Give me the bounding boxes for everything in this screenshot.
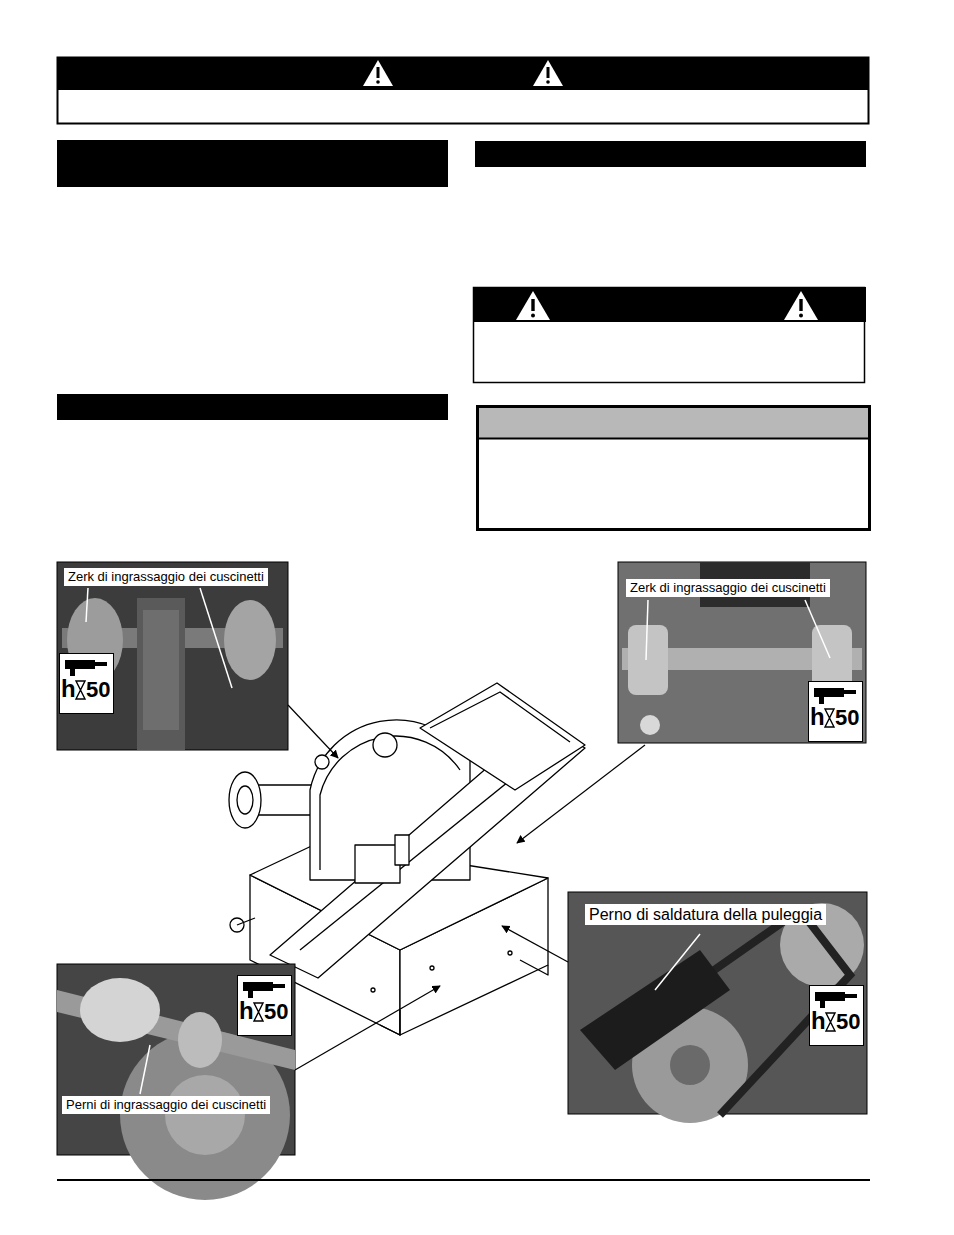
interval-text: 50: [835, 706, 859, 730]
notice-divider: [478, 438, 869, 440]
exclamation: [799, 299, 802, 311]
grease-interval-icon: [809, 682, 863, 742]
callout-label: Zerk di ingrassaggio dei cuscinetti: [64, 568, 268, 586]
adjust-rod: [237, 918, 255, 925]
belt-print: [143, 610, 179, 730]
leader-line: [655, 934, 700, 990]
notice-band: [479, 408, 868, 438]
photo-shaft-bearings: [618, 562, 866, 743]
bearing: [80, 978, 160, 1042]
section-heading-bar: [57, 394, 448, 420]
leader-arrow: [288, 705, 338, 758]
interval-text: h: [811, 1009, 826, 1033]
photo-belt-bearings: [57, 562, 288, 750]
tensioner-arm: [580, 950, 730, 1070]
shaft-disc: [229, 772, 261, 828]
hourglass-symbol: [76, 681, 85, 699]
triangle-shape: [533, 60, 563, 86]
warning-box: [58, 58, 869, 124]
photo-frame: [57, 562, 288, 750]
warning-band: [473, 287, 866, 322]
warning-triangle: [784, 291, 818, 320]
grease-interval-icon: [60, 654, 114, 714]
leader-arrow: [295, 986, 440, 1070]
hopper-edge: [430, 692, 570, 742]
interval-text: h: [810, 705, 825, 729]
hourglass-symbol: [825, 709, 834, 727]
triangle-shape: [784, 291, 818, 320]
exclamation: [531, 299, 534, 311]
photo-bearing-pins: [57, 964, 295, 1200]
warning-triangle: [363, 60, 393, 86]
bearing: [178, 1012, 222, 1068]
grease-interval-icon: [810, 986, 864, 1046]
warning-triangle: [516, 291, 550, 320]
photo-pulley-pin: [568, 892, 867, 1123]
icon-frame: [810, 986, 864, 1046]
icon-frame: [60, 654, 114, 714]
exclamation-dot: [376, 80, 380, 84]
bolt: [640, 715, 660, 735]
callout-label: Zerk di ingrassaggio dei cuscinetti: [626, 579, 830, 597]
exclamation: [547, 67, 550, 78]
icon-frame: [809, 682, 863, 742]
notice-box: [478, 407, 870, 530]
grease-gun-symbol: [243, 982, 285, 998]
shaft-hub: [237, 786, 253, 814]
grease-gun-symbol: [815, 992, 857, 1008]
leader-arrow: [502, 926, 568, 962]
warning-band: [57, 57, 869, 90]
callout-label: Perno di saldatura della puleggia: [585, 904, 826, 925]
exclamation-dot: [546, 80, 550, 84]
warning-triangle: [533, 60, 563, 86]
triangle-shape: [516, 291, 550, 320]
bolt-hole: [508, 951, 512, 955]
interval-text: 50: [86, 678, 110, 702]
interval-text: h: [61, 677, 76, 701]
pulley-hub: [165, 1075, 245, 1155]
leader-line: [140, 1045, 150, 1094]
callout-label: Perni di ingrassaggio dei cuscinetti: [62, 1096, 270, 1114]
bolt-hole: [371, 988, 375, 992]
bearing-cap: [373, 733, 397, 757]
leader-line: [805, 600, 830, 658]
photo-frame: [618, 562, 866, 743]
bearing-block: [628, 625, 668, 695]
interval-text: 50: [836, 1010, 860, 1034]
grease-gun-symbol: [814, 688, 856, 704]
leader-line: [86, 588, 88, 622]
access-plate: [355, 845, 400, 883]
section-heading-bar: [57, 140, 448, 187]
section-heading-bar: [475, 141, 866, 167]
grease-gun-symbol: [65, 660, 107, 676]
feed-hopper: [420, 683, 585, 790]
grease-knob: [315, 755, 329, 769]
hourglass-symbol: [826, 1013, 835, 1031]
exclamation-dot: [799, 314, 803, 318]
bearing: [224, 600, 276, 680]
interval-text: 50: [264, 1000, 288, 1024]
base-foot: [520, 960, 548, 975]
grease-interval-icon: [238, 976, 292, 1036]
exclamation-dot: [531, 314, 535, 318]
exclamation: [377, 67, 380, 78]
footer-rule: [57, 1179, 870, 1181]
base-foot: [380, 1010, 400, 1035]
hourglass-symbol: [254, 1003, 263, 1021]
interval-text: h: [239, 999, 254, 1023]
bolt-hole: [430, 966, 434, 970]
leader-line: [200, 588, 232, 688]
leader-line: [646, 600, 648, 660]
leader-arrow: [517, 745, 645, 843]
icon-frame: [238, 976, 292, 1036]
belt: [137, 598, 185, 750]
latch-plate: [395, 835, 409, 865]
pulley-hub: [670, 1045, 710, 1085]
triangle-shape: [363, 60, 393, 86]
